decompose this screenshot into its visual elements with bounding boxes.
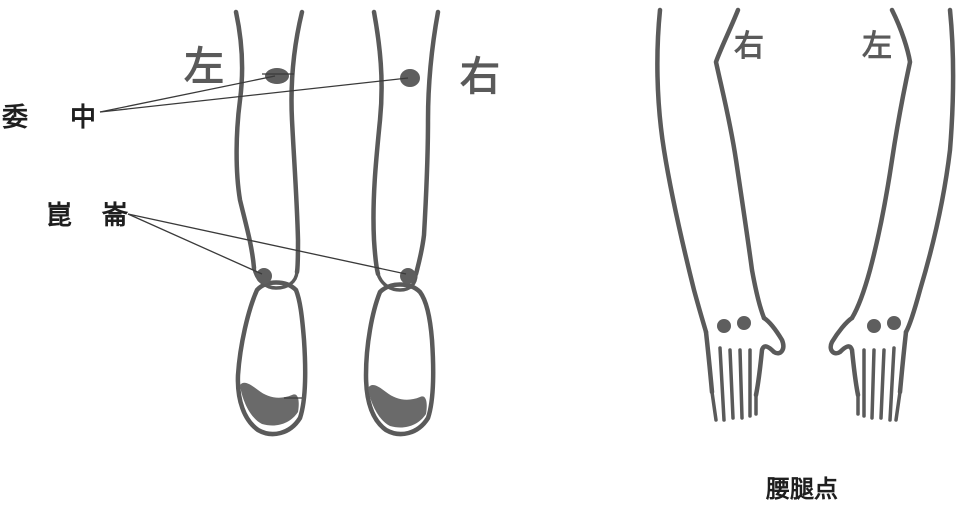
yaotui-point-right-2: [737, 316, 751, 330]
right-arm-outer-edge: [657, 10, 706, 332]
arms-figure: 右 左 腰腿点: [657, 10, 953, 503]
yaotui-point-left-1: [867, 319, 881, 333]
leg-right-side-label: 右: [460, 53, 500, 100]
figure-caption: 腰腿点: [765, 474, 838, 503]
right-fingers: [712, 348, 756, 420]
weizhong-label-char1: 委: [2, 103, 29, 133]
right-arm: 右: [657, 10, 783, 420]
kunlun-leader-right: [128, 214, 406, 274]
left-arm: 左: [831, 10, 953, 420]
legs-figure: 左 右 委 中 崑 崙: [2, 12, 500, 434]
kunlun-point-left: [256, 268, 272, 284]
kunlun-label-char1: 崑: [46, 201, 73, 231]
left-thumb: [831, 318, 858, 395]
leg-left-side-label: 左: [184, 43, 224, 90]
left-fingers: [858, 348, 900, 420]
left-leg-inner-edge: [291, 12, 302, 272]
left-arm-outer-edge: [906, 10, 953, 332]
arm-right-side-label: 右: [734, 29, 764, 64]
yaotui-point-left-2: [887, 316, 901, 330]
right-thumb: [756, 318, 783, 395]
weizhong-label: 委 中: [2, 103, 97, 133]
weizhong-leader-right: [100, 78, 408, 112]
left-leg-outer-edge: [236, 12, 254, 268]
arm-left-side-label: 左: [862, 29, 892, 64]
kunlun-label: 崑 崙: [46, 201, 129, 231]
kunlun-label-char2: 崙: [101, 201, 129, 231]
left-palm-edge: [900, 332, 906, 392]
right-leg-outer-edge: [416, 12, 438, 274]
yaotui-point-right-1: [717, 319, 731, 333]
kunlun-point-right: [400, 268, 416, 284]
right-palm-edge: [706, 332, 712, 392]
weizhong-label-char2: 中: [70, 103, 97, 133]
weizhong-point-left: [265, 68, 289, 84]
kunlun-leader-left: [128, 214, 262, 274]
right-leg-inner-edge: [373, 12, 381, 274]
